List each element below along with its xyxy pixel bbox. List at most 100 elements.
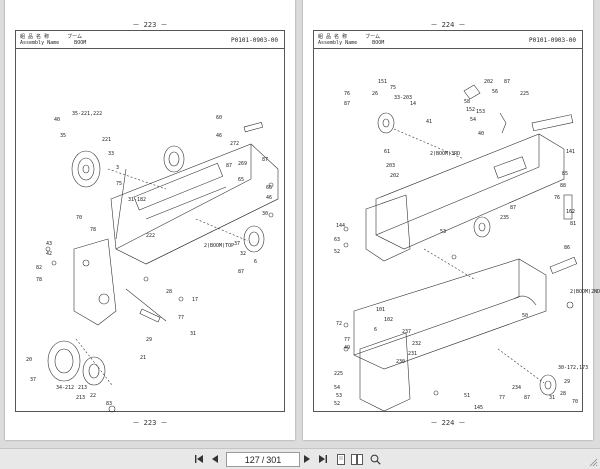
part-callout: 56 bbox=[492, 89, 498, 95]
assembly-header: 組 品 名 称 ブーム Assembly Name BOOM P0101-090… bbox=[314, 31, 582, 49]
part-callout: 213 bbox=[78, 385, 87, 391]
part-callout: 82 bbox=[36, 265, 42, 271]
previous-page-icon[interactable] bbox=[208, 453, 222, 465]
part-callout: 213 bbox=[76, 395, 85, 401]
part-callout: 2(BOOM)2ND bbox=[570, 289, 600, 295]
part-callout: 6 bbox=[254, 259, 257, 265]
part-callout: 17 bbox=[192, 297, 198, 303]
part-callout: 22 bbox=[90, 393, 96, 399]
part-callout: 269 bbox=[238, 161, 247, 167]
part-callout: 87 bbox=[504, 79, 510, 85]
part-callout: 81 bbox=[570, 221, 576, 227]
part-code: P0101-0903-00 bbox=[231, 37, 278, 44]
part-callout: 37 bbox=[30, 377, 36, 383]
part-callout: 76 bbox=[554, 195, 560, 201]
part-callout: 87 bbox=[226, 163, 232, 169]
part-callout: 61 bbox=[384, 149, 390, 155]
two-page-view-icon[interactable] bbox=[350, 453, 364, 465]
part-callout: 41 bbox=[426, 119, 432, 125]
part-callout: 28 bbox=[560, 391, 566, 397]
last-page-icon[interactable] bbox=[316, 453, 330, 465]
part-callout: 43 bbox=[46, 241, 52, 247]
part-callout: 102 bbox=[384, 317, 393, 323]
part-callout: 230 bbox=[396, 359, 405, 365]
part-callout: 70 bbox=[572, 399, 578, 405]
part-callout: 231 bbox=[408, 351, 417, 357]
part-callout: 234 bbox=[512, 385, 521, 391]
part-callout: 40 bbox=[478, 131, 484, 137]
page-number-field[interactable]: 127 / 301 bbox=[226, 452, 300, 467]
resize-grip-icon[interactable] bbox=[588, 457, 598, 467]
part-callout: 40 bbox=[54, 117, 60, 123]
part-callout: 3 bbox=[116, 165, 119, 171]
current-page[interactable]: 127 bbox=[244, 454, 260, 465]
part-callout: 35 bbox=[60, 133, 66, 139]
part-callout: 31-182 bbox=[128, 197, 146, 203]
assembly-name-jp: 組 品 名 称 ブーム bbox=[20, 34, 82, 40]
part-callout: 72 bbox=[336, 321, 342, 327]
part-callout: 63 bbox=[334, 237, 340, 243]
part-callout: 88 bbox=[560, 183, 566, 189]
part-callout: 78 bbox=[90, 227, 96, 233]
part-callout: 42 bbox=[46, 251, 52, 257]
total-pages: 301 bbox=[266, 454, 282, 465]
part-callout: 20 bbox=[26, 357, 32, 363]
part-callout: 53 bbox=[336, 393, 342, 399]
part-code: P0101-0903-00 bbox=[529, 37, 576, 44]
page-number-bottom: － 223 － bbox=[132, 419, 168, 427]
part-callout: 153 bbox=[476, 109, 485, 115]
part-callout: 58 bbox=[464, 99, 470, 105]
part-callout: 151 bbox=[378, 79, 387, 85]
part-callout: 202 bbox=[390, 173, 399, 179]
part-callout: 14 bbox=[410, 101, 416, 107]
part-callout: 203 bbox=[386, 163, 395, 169]
part-callout: 77 bbox=[344, 337, 350, 343]
part-callout: 162 bbox=[566, 209, 575, 215]
part-callout: 53 bbox=[440, 229, 446, 235]
part-callout: 101 bbox=[376, 307, 385, 313]
part-callout: 65 bbox=[238, 177, 244, 183]
part-callout: 46 bbox=[216, 133, 222, 139]
part-callout: 21 bbox=[140, 355, 146, 361]
single-page-view-icon[interactable] bbox=[334, 453, 348, 465]
assembly-name-en: Assembly Name BOOM bbox=[20, 40, 87, 46]
part-callout: 85 bbox=[562, 171, 568, 177]
first-page-icon[interactable] bbox=[192, 453, 206, 465]
assembly-header: 組 品 名 称 ブーム Assembly Name BOOM P0101-090… bbox=[16, 31, 284, 49]
part-callout: 83 bbox=[106, 401, 112, 407]
next-page-icon[interactable] bbox=[300, 453, 314, 465]
zoom-icon[interactable] bbox=[368, 453, 382, 465]
part-callout: 6 bbox=[374, 327, 377, 333]
part-callout: 225 bbox=[334, 371, 343, 377]
page-separator: / bbox=[261, 454, 265, 465]
part-callout: 235 bbox=[500, 215, 509, 221]
part-callout: 33-203 bbox=[394, 95, 412, 101]
page-number-bottom: － 224 － bbox=[430, 419, 466, 427]
part-callout: 145 bbox=[474, 405, 483, 411]
part-callout: 30-172,173 bbox=[558, 365, 588, 371]
part-callout: 66 bbox=[266, 185, 272, 191]
part-callout: 232 bbox=[412, 341, 421, 347]
part-callout: 222 bbox=[146, 233, 155, 239]
part-callout: 144 bbox=[336, 223, 345, 229]
drawing-frame: 組 品 名 称 ブーム Assembly Name BOOM P0101-090… bbox=[15, 30, 285, 413]
part-callout: 70 bbox=[76, 215, 82, 221]
page-number-top: － 224 － bbox=[430, 21, 466, 29]
part-callout: 225 bbox=[520, 91, 529, 97]
part-callout: 87 bbox=[524, 395, 530, 401]
part-callout: 26 bbox=[372, 91, 378, 97]
catalog-page-left: － 223 － 組 品 名 称 ブーム Assembly Name BOOM P… bbox=[5, 0, 295, 440]
part-callout: 87 bbox=[262, 157, 268, 163]
page-number-top: － 223 － bbox=[132, 21, 168, 29]
part-callout: 30 bbox=[262, 211, 268, 217]
part-callout: 32 bbox=[240, 251, 246, 257]
part-callout: 2(BOOM)3RD bbox=[430, 151, 460, 157]
part-callout: 221 bbox=[102, 137, 111, 143]
part-callout: 35-221,222 bbox=[72, 111, 102, 117]
part-callout: 46 bbox=[266, 195, 272, 201]
part-callout: 28 bbox=[166, 289, 172, 295]
catalog-page-right: － 224 － 組 品 名 称 ブーム Assembly Name BOOM P… bbox=[303, 0, 600, 440]
part-callout: 76 bbox=[344, 91, 350, 97]
part-callout: 52 bbox=[334, 401, 340, 407]
